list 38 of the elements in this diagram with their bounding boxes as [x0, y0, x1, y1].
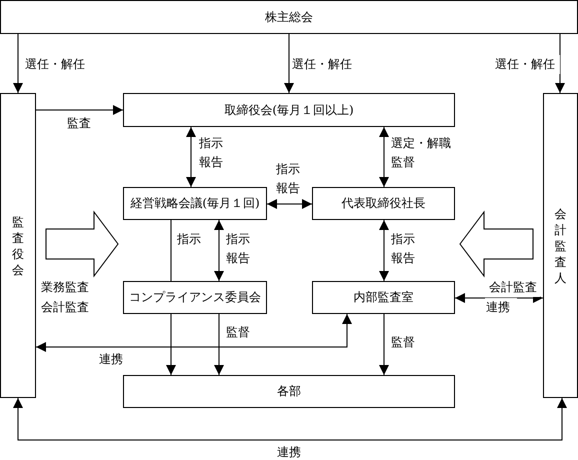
arrow [454, 293, 544, 303]
arrow [379, 126, 389, 188]
box-label: 各部 [277, 383, 301, 400]
box-label: コンプライアンス委員会 [129, 289, 261, 306]
arrow [13, 34, 23, 94]
arrow [36, 314, 352, 352]
committee-box [123, 281, 267, 314]
audit-office-box [312, 281, 455, 314]
block-arrow [46, 210, 119, 278]
board-box [123, 93, 455, 127]
arrow [284, 34, 294, 94]
arrow [36, 105, 124, 115]
edge-label: 選任・解任 [494, 55, 560, 74]
arrow [186, 126, 196, 188]
box-label: 会計監査人 [554, 206, 567, 286]
box-label: 内部監査室 [354, 289, 414, 306]
connector-line [170, 220, 172, 282]
auditor-box [543, 93, 578, 398]
arrow [214, 220, 224, 282]
arrow [555, 34, 565, 94]
box-label: 監査役会 [12, 214, 24, 278]
president-box [312, 187, 455, 220]
arrow [379, 220, 389, 282]
block-arrow [459, 210, 534, 278]
box-label: 株主総会 [265, 8, 313, 26]
arrow [266, 199, 312, 209]
meeting-box [123, 187, 267, 220]
board-box [0, 93, 36, 398]
box-label: 代表取締役社長 [342, 195, 426, 212]
arrow [214, 314, 224, 376]
arrow [379, 314, 389, 376]
arrow [13, 398, 567, 440]
assembly-box [0, 0, 578, 34]
audit-label: 会計監査 [488, 278, 540, 297]
departments-box [123, 375, 455, 408]
box-label: 取締役会(毎月１回以上) [224, 102, 354, 118]
arrow [166, 314, 176, 376]
box-label: 経営戦略会議(毎月１回) [130, 195, 260, 212]
